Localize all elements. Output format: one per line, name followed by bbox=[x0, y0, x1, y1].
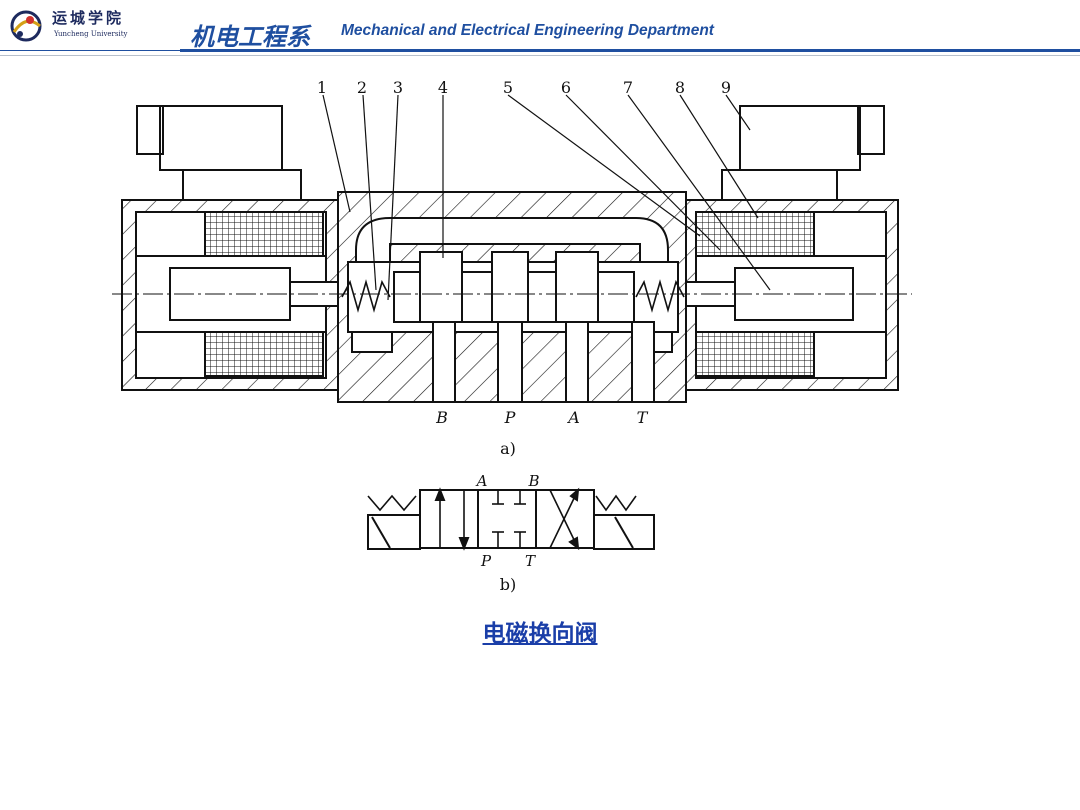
part-number-3: 3 bbox=[393, 78, 403, 97]
part-number-5: 5 bbox=[503, 78, 513, 97]
symbol-port-p: P bbox=[480, 552, 492, 570]
port-a-passage bbox=[565, 321, 589, 403]
logo-english-name: Yuncheng University bbox=[54, 30, 128, 38]
solenoid-valve-figure: 1 2 3 4 5 6 7 8 9 B P A T a) A B P T b) bbox=[112, 78, 912, 594]
left-coil-upper bbox=[204, 211, 324, 257]
header-rule-shadow bbox=[0, 55, 1080, 56]
right-actuator-box bbox=[593, 514, 655, 550]
symbol-port-a: A bbox=[475, 472, 488, 490]
university-emblem-icon bbox=[10, 10, 42, 42]
left-solenoid-slash bbox=[371, 516, 391, 549]
header: 运城学院 Yuncheng University 机电工程系 Mechanica… bbox=[0, 0, 1080, 56]
cross-arrow-head-2 bbox=[569, 487, 580, 502]
valve-cross-section bbox=[112, 94, 912, 403]
caption-link[interactable]: 电磁换向阀 bbox=[482, 621, 598, 647]
port-p-passage bbox=[497, 321, 523, 403]
spool-land-1 bbox=[419, 251, 463, 323]
figure-b-label: b) bbox=[500, 575, 516, 594]
left-chamber bbox=[351, 331, 393, 353]
left-connector-base bbox=[182, 169, 302, 201]
left-coil-lower bbox=[204, 331, 324, 377]
port-b-passage bbox=[432, 321, 456, 403]
department-title-cn: 机电工程系 bbox=[190, 23, 310, 51]
university-logo: 运城学院 Yuncheng University bbox=[0, 0, 175, 52]
valve-envelopes bbox=[419, 489, 595, 549]
left-connector-box bbox=[159, 105, 283, 171]
right-connector-plug bbox=[857, 105, 885, 155]
port-label-t: T bbox=[637, 408, 649, 427]
arrow-up-head bbox=[434, 487, 446, 501]
part-number-1: 1 bbox=[317, 78, 327, 97]
header-rule bbox=[180, 49, 1080, 52]
port-label-b: B bbox=[435, 408, 448, 427]
logo-chinese-name: 运城学院 bbox=[52, 9, 125, 27]
header-rule-left bbox=[0, 50, 180, 51]
right-spring bbox=[635, 279, 685, 313]
part-number-6: 6 bbox=[561, 78, 571, 97]
valve-graphic-symbol bbox=[367, 487, 655, 551]
spool-land-2 bbox=[491, 251, 529, 323]
part-number-labels: 1 2 3 4 5 6 7 8 9 bbox=[317, 78, 731, 97]
part-number-8: 8 bbox=[675, 78, 685, 97]
spool-land-3 bbox=[555, 251, 599, 323]
port-t-passage bbox=[631, 321, 655, 403]
right-spring-symbol bbox=[595, 494, 637, 512]
right-solenoid-slash bbox=[614, 516, 634, 549]
part-number-4: 4 bbox=[438, 78, 448, 97]
right-coil-lower bbox=[695, 331, 815, 377]
arrow-down-head bbox=[458, 537, 470, 551]
leader-lines bbox=[322, 94, 771, 301]
symbol-port-t: T bbox=[525, 552, 536, 570]
left-actuator-box bbox=[367, 514, 421, 550]
right-connector-base bbox=[721, 169, 838, 201]
cross-flow-2 bbox=[549, 489, 579, 549]
left-spring bbox=[341, 279, 391, 313]
figure-caption: 电磁换向阀 bbox=[0, 614, 1080, 648]
left-spring-symbol bbox=[367, 494, 417, 512]
right-coil-upper bbox=[695, 211, 815, 257]
cross-arrow-head-1 bbox=[568, 536, 580, 551]
part-number-2: 2 bbox=[357, 78, 367, 97]
department-title-en: Mechanical and Electrical Engineering De… bbox=[341, 22, 714, 39]
left-connector-plug bbox=[136, 105, 164, 155]
right-connector-box bbox=[739, 105, 861, 171]
valve-passage-upper bbox=[355, 217, 669, 263]
port-label-p: P bbox=[504, 408, 516, 427]
figure-a-label: a) bbox=[500, 439, 516, 458]
port-label-a: A bbox=[566, 408, 580, 427]
part-number-7: 7 bbox=[623, 78, 633, 97]
part-number-9: 9 bbox=[721, 78, 731, 97]
symbol-port-b: B bbox=[527, 472, 539, 490]
